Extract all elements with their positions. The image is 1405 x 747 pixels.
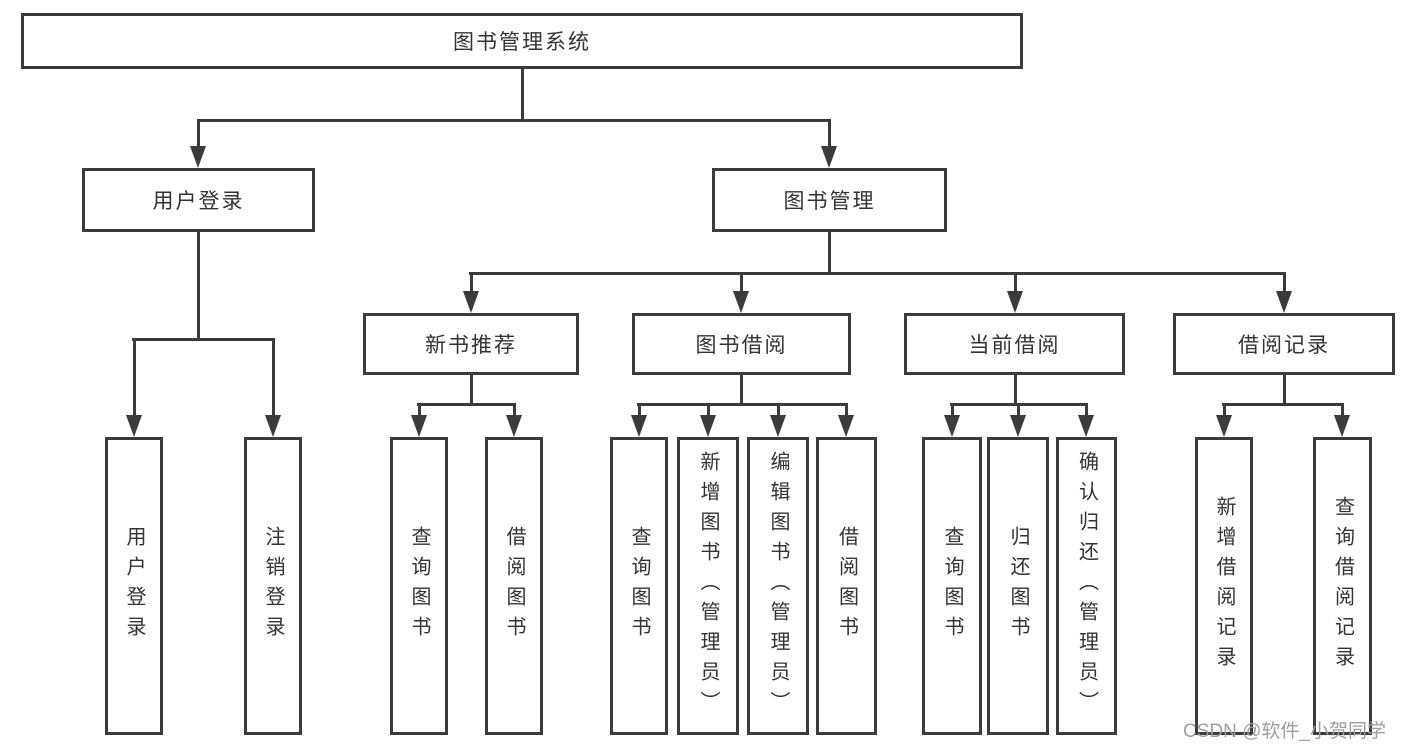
connector-drop [470, 272, 473, 297]
connector-drop [828, 119, 831, 152]
leaf-query-books-recommend: 查询图书 [390, 437, 448, 735]
leaf-label: 查询图书 [941, 526, 963, 646]
arrow-down-icon [190, 146, 206, 168]
leaf-edit-books-admin: 编辑图书（管理员） [747, 437, 809, 735]
node-label: 当前借阅 [968, 334, 1061, 357]
arrow-down-icon [1010, 415, 1026, 437]
connector-drop [1341, 403, 1344, 421]
connector-drop [272, 338, 275, 421]
node-label: 用户登录 [152, 190, 245, 213]
node-book-borrowing: 图书借阅 [632, 313, 851, 375]
connector-bar [197, 119, 831, 122]
connector-stem [1014, 375, 1017, 406]
connector-drop [1223, 403, 1226, 421]
leaf-add-borrow-record: 新增借阅记录 [1195, 437, 1253, 735]
connector-bar [1222, 403, 1344, 406]
leaf-add-books-admin: 新增图书（管理员） [677, 437, 739, 735]
connector-bar [417, 403, 516, 406]
leaf-user-login: 用户登录 [105, 437, 163, 735]
arrow-down-icon [944, 415, 960, 437]
connector-drop [638, 403, 641, 421]
connector-drop [740, 272, 743, 297]
node-label: 图书管理 [783, 190, 876, 213]
leaf-query-books-current: 查询图书 [922, 437, 982, 735]
connector-stem [470, 375, 473, 406]
node-book-management: 图书管理 [712, 168, 947, 232]
leaf-borrow-books-recommend: 借阅图书 [485, 437, 543, 735]
connector-bar [132, 338, 275, 341]
arrow-down-icon [700, 415, 716, 437]
arrow-down-icon [1216, 415, 1232, 437]
leaf-label: 查询借阅记录 [1331, 496, 1354, 676]
arrow-down-icon [1078, 415, 1094, 437]
leaf-return-books: 归还图书 [987, 437, 1049, 735]
leaf-borrow-books-borrowing: 借阅图书 [816, 437, 877, 735]
connector-drop [1085, 403, 1088, 421]
connector-drop [133, 338, 136, 421]
leaf-label: 归还图书 [1007, 526, 1029, 646]
arrow-down-icon [411, 415, 427, 437]
leaf-label: 借阅图书 [835, 526, 858, 646]
connector-drop [418, 403, 421, 421]
leaf-logout: 注销登录 [244, 437, 302, 735]
node-current-borrowing: 当前借阅 [904, 313, 1125, 375]
arrow-down-icon [463, 291, 479, 313]
connector-drop [1014, 272, 1017, 297]
arrow-down-icon [126, 415, 142, 437]
connector-drop [1017, 403, 1020, 421]
leaf-query-books-borrowing: 查询图书 [610, 437, 668, 735]
arrow-down-icon [1007, 291, 1023, 313]
leaf-label: 用户登录 [123, 526, 145, 646]
node-borrowing-records: 借阅记录 [1173, 313, 1395, 375]
leaf-label: 注销登录 [262, 526, 284, 646]
arrow-down-icon [838, 415, 854, 437]
connector-stem [1283, 375, 1286, 406]
connector-drop [707, 403, 710, 421]
arrow-down-icon [733, 291, 749, 313]
arrow-down-icon [1276, 291, 1292, 313]
connector-stem [828, 232, 831, 275]
watermark-text: CSDN @软件_小贺同学 [1183, 721, 1386, 742]
leaf-confirm-return-admin: 确认归还（管理员） [1056, 437, 1117, 735]
connector-drop [951, 403, 954, 421]
node-new-book-recommendation: 新书推荐 [363, 313, 579, 375]
leaf-label: 编辑图书（管理员） [767, 451, 789, 721]
connector-drop [197, 119, 200, 152]
connector-stem [521, 67, 524, 119]
node-label: 新书推荐 [425, 334, 517, 357]
node-book-management-system: 图书管理系统 [21, 13, 1023, 69]
connector-drop [1283, 272, 1286, 297]
leaf-label: 查询图书 [408, 526, 430, 646]
arrow-down-icon [506, 415, 522, 437]
arrow-down-icon [1334, 415, 1350, 437]
leaf-label: 新增借阅记录 [1213, 496, 1235, 676]
connector-stem [197, 232, 200, 341]
connector-drop [845, 403, 848, 421]
arrow-down-icon [821, 146, 837, 168]
connector-bar [637, 403, 848, 406]
node-user-login: 用户登录 [82, 168, 315, 232]
connector-drop [513, 403, 516, 421]
node-label: 借阅记录 [1238, 334, 1330, 357]
leaf-label: 新增图书（管理员） [697, 451, 719, 721]
connector-drop [777, 403, 780, 421]
leaf-label: 借阅图书 [503, 526, 525, 646]
leaf-query-borrow-record: 查询借阅记录 [1313, 437, 1372, 735]
arrow-down-icon [265, 415, 281, 437]
node-label: 图书管理系统 [453, 31, 591, 54]
arrow-down-icon [770, 415, 786, 437]
connector-bar [469, 272, 1286, 275]
node-label: 图书借阅 [695, 334, 788, 357]
connector-stem [740, 375, 743, 406]
arrow-down-icon [631, 415, 647, 437]
leaf-label: 确认归还（管理员） [1075, 451, 1098, 721]
leaf-label: 查询图书 [628, 526, 650, 646]
